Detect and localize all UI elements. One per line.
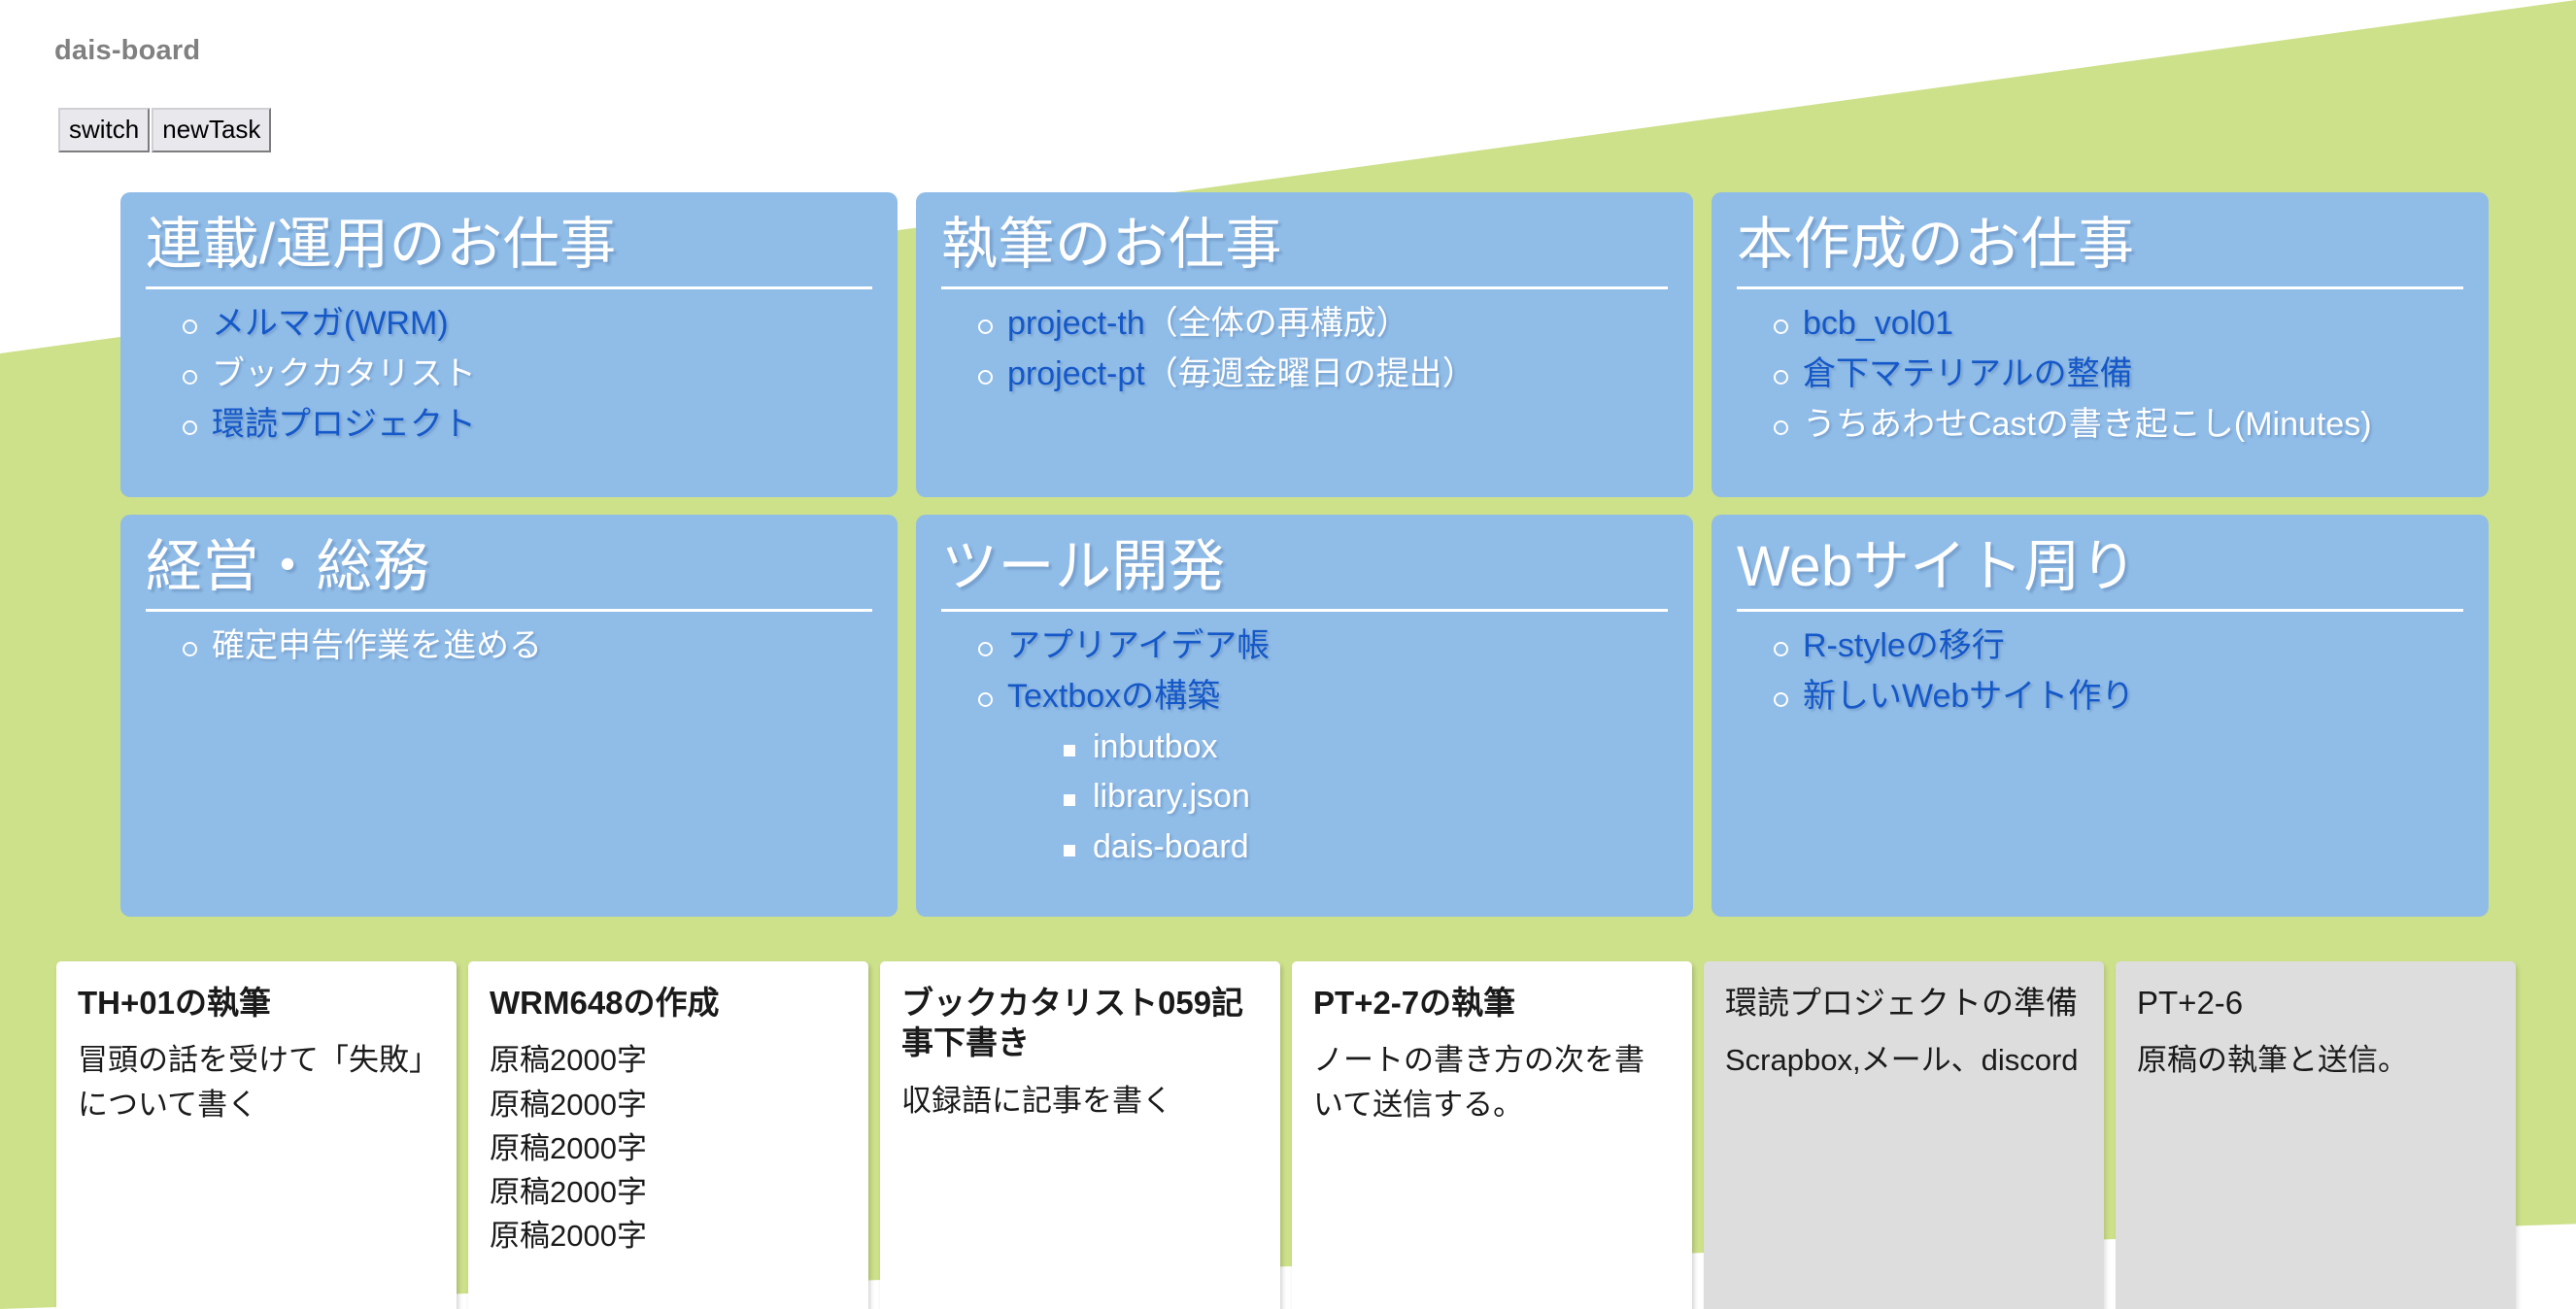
project-item-label[interactable]: メルマガ(WRM) — [212, 305, 449, 343]
project-subitem: library.json — [1064, 772, 1668, 822]
project-item[interactable]: メルマガ(WRM) — [183, 299, 872, 350]
project-item-label: 確定申告作業を進める — [212, 627, 542, 665]
project-item-list: アプリアイデア帳 Textboxの構築 inbutbox library.json da… — [941, 621, 1668, 872]
project-item-note: （全体の再構成） — [1144, 305, 1409, 343]
project-item[interactable]: R-styleの移行 — [1774, 621, 2463, 672]
page-title: dais-board — [54, 35, 201, 66]
project-card: 経営・総務確定申告作業を進める — [120, 515, 898, 917]
task-card-title: 環読プロジェクトの準備 — [1725, 985, 2078, 1021]
project-item-list: R-styleの移行新しいWebサイト作り — [1737, 621, 2463, 722]
project-subitem-label: inbutbox — [1093, 727, 1218, 765]
project-item[interactable]: project-pt（毎週金曜日の提出） — [978, 350, 1668, 400]
project-card-grid: 連載/運用のお仕事メルマガ(WRM) ブックカタリスト環読プロジェクト 執筆のお仕事… — [120, 192, 2491, 917]
project-subitem-label: library.json — [1093, 778, 1250, 816]
project-card-title: 本作成のお仕事 — [1737, 208, 2463, 290]
project-card-title: ツール開発 — [941, 530, 1668, 613]
project-item[interactable]: 環読プロジェクト — [183, 400, 872, 451]
project-item-label[interactable]: 倉下マテリアルの整備 — [1803, 354, 2133, 392]
project-item[interactable]: Textboxの構築 inbutbox library.json dais-board — [978, 672, 1668, 873]
project-card-title: Webサイト周り — [1737, 530, 2463, 613]
project-item[interactable]: 倉下マテリアルの整備 — [1774, 350, 2463, 400]
task-card[interactable]: WRM648の作成原稿2000字 原稿2000字 原稿2000字 原稿2000字… — [468, 961, 868, 1309]
project-card: 連載/運用のお仕事メルマガ(WRM) ブックカタリスト環読プロジェクト — [120, 192, 898, 497]
project-item-list: bcb_vol01 倉下マテリアルの整備うちあわせCastの書き起こし(Minut… — [1737, 299, 2463, 450]
task-card-title: PT+2-7の執筆 — [1313, 985, 1516, 1021]
task-card-body: 原稿の執筆と送信。 — [2137, 1043, 2408, 1078]
project-item[interactable]: アプリアイデア帳 — [978, 621, 1668, 672]
project-card-title: 執筆のお仕事 — [941, 208, 1668, 290]
project-subitem: inbutbox — [1064, 722, 1668, 773]
project-card: 本作成のお仕事 bcb_vol01 倉下マテリアルの整備うちあわせCastの書き起こ… — [1712, 192, 2489, 497]
task-card-title: PT+2-6 — [2137, 985, 2244, 1021]
task-card-title: WRM648の作成 — [490, 985, 720, 1021]
project-subitem-list: inbutbox library.json dais-board — [1007, 722, 1668, 873]
project-item-label[interactable]: Textboxの構築 — [1007, 677, 1221, 715]
task-card-body: 原稿2000字 原稿2000字 原稿2000字 原稿2000字 原稿2000字 — [490, 1043, 647, 1254]
project-item-label[interactable]: 環読プロジェクト — [212, 405, 476, 443]
task-card[interactable]: 環読プロジェクトの準備 Scrapbox,メール、discord — [1704, 961, 2104, 1309]
project-item-label: うちあわせCastの書き起こし(Minutes) — [1803, 405, 2372, 443]
task-card[interactable]: ブックカタリスト059記事下書き収録語に記事を書く — [880, 961, 1280, 1309]
new-task-button[interactable]: newTask — [152, 108, 272, 152]
project-item-label: ブックカタリスト — [212, 354, 476, 392]
project-item-label[interactable]: R-styleの移行 — [1803, 627, 2005, 665]
project-card-title: 連載/運用のお仕事 — [146, 208, 872, 290]
project-item-label[interactable]: project-th — [1007, 305, 1145, 343]
project-item-list: 確定申告作業を進める — [146, 621, 872, 672]
project-item-label[interactable]: アプリアイデア帳 — [1007, 627, 1271, 665]
task-card[interactable]: TH+01の執筆冒頭の話を受けて「失敗」について書く — [56, 961, 457, 1309]
switch-button[interactable]: switch — [58, 108, 151, 152]
task-card[interactable]: PT+2-7の執筆ノートの書き方の次を書いて送信する。 — [1292, 961, 1692, 1309]
project-item: ブックカタリスト — [183, 350, 872, 400]
project-item: 確定申告作業を進める — [183, 621, 872, 672]
project-card: ツール開発アプリアイデア帳 Textboxの構築 inbutbox library.j… — [916, 515, 1693, 917]
task-card-body: Scrapbox,メール、discord — [1725, 1043, 2079, 1078]
project-item[interactable]: project-th（全体の再構成） — [978, 299, 1668, 350]
task-card-body: 収録語に記事を書く — [901, 1083, 1172, 1118]
project-item-list: メルマガ(WRM) ブックカタリスト環読プロジェクト — [146, 299, 872, 450]
project-item: うちあわせCastの書き起こし(Minutes) — [1774, 400, 2463, 451]
task-card-body: ノートの書き方の次を書いて送信する。 — [1313, 1043, 1644, 1122]
task-card[interactable]: PT+2-6 原稿の執筆と送信。 — [2116, 961, 2516, 1309]
task-card-title: ブックカタリスト059記事下書き — [901, 985, 1244, 1061]
project-item[interactable]: bcb_vol01 — [1774, 299, 2463, 350]
task-card-title: TH+01の執筆 — [78, 985, 271, 1021]
project-item-list: project-th（全体の再構成）project-pt（毎週金曜日の提出） — [941, 299, 1668, 399]
task-card-body: 冒頭の話を受けて「失敗」について書く — [78, 1043, 424, 1122]
project-subitem: dais-board — [1064, 822, 1668, 873]
project-item-note: （毎週金曜日の提出） — [1144, 354, 1475, 392]
project-item-label[interactable]: 新しいWebサイト作り — [1803, 677, 2135, 715]
project-item[interactable]: 新しいWebサイト作り — [1774, 672, 2463, 722]
project-subitem-label: dais-board — [1093, 827, 1249, 865]
project-card-title: 経営・総務 — [146, 530, 872, 613]
project-item-label[interactable]: bcb_vol01 — [1803, 305, 1954, 343]
project-item-label[interactable]: project-pt — [1007, 354, 1145, 392]
